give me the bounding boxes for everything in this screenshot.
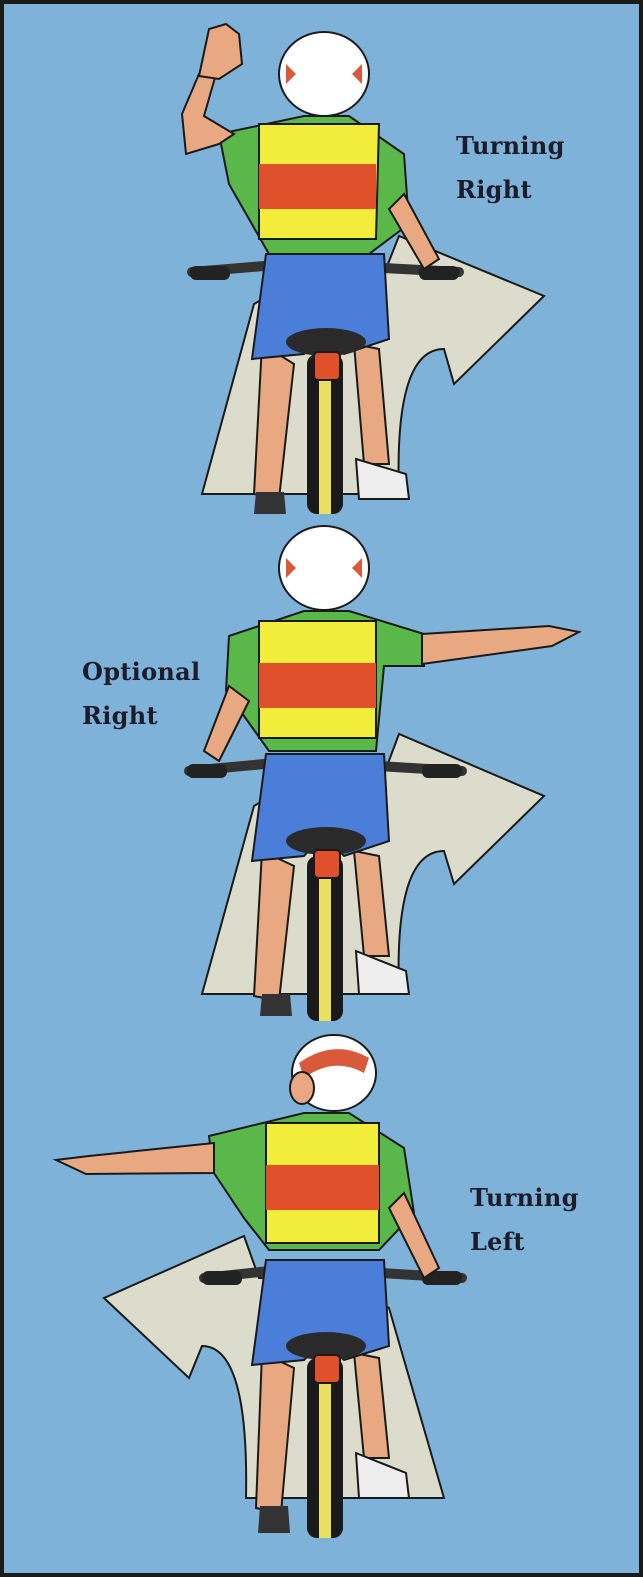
label-line: Right [456, 168, 565, 212]
cyclist-raised-arm-illustration [4, 4, 639, 514]
extended-right-arm [422, 626, 579, 664]
label-line: Left [470, 1220, 579, 1264]
label-turning-right: Turning Right [456, 124, 565, 212]
rear-reflector [314, 850, 340, 878]
face-profile [290, 1072, 314, 1104]
label-optional-right: Optional Right [82, 650, 200, 738]
label-line: Turning [470, 1176, 579, 1220]
label-line: Turning [456, 124, 565, 168]
panel-optional-right: Optional Right [4, 516, 639, 1026]
rear-reflector [314, 352, 340, 380]
raised-hand [199, 24, 242, 79]
cyclist-right-arm-illustration [4, 516, 639, 1026]
panel-turning-right: Turning Right [4, 4, 639, 514]
cyclist-left-arm-illustration [4, 1028, 639, 1577]
label-turning-left: Turning Left [470, 1176, 579, 1264]
label-line: Right [82, 694, 200, 738]
label-line: Optional [82, 650, 200, 694]
rear-reflector [314, 1355, 340, 1383]
extended-left-arm [56, 1143, 214, 1174]
panel-turning-left: Turning Left [4, 1028, 639, 1577]
